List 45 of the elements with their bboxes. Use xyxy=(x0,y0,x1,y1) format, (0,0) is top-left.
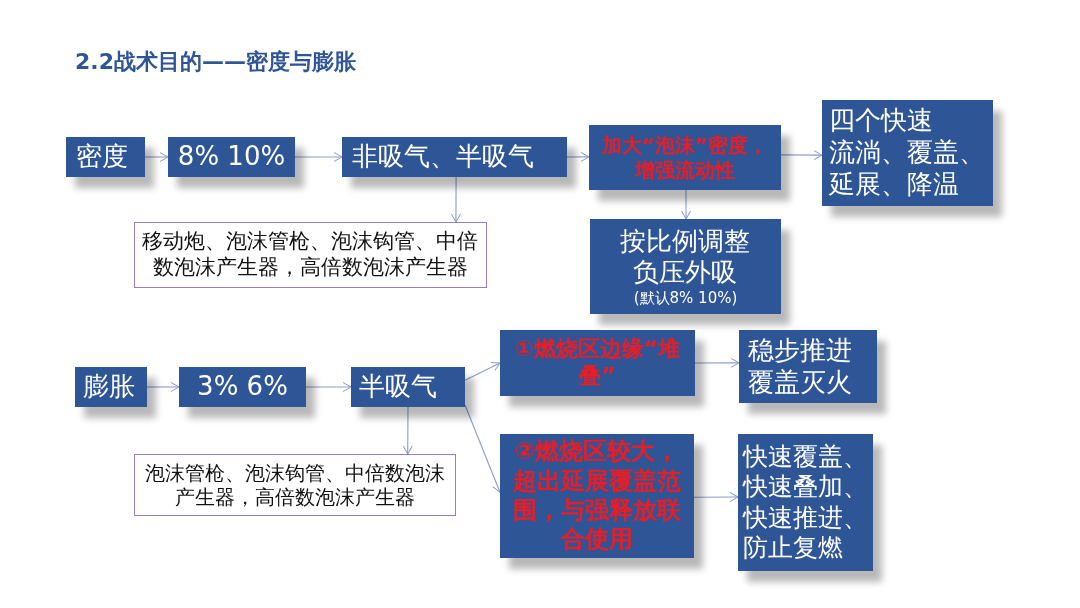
box-text: ①燃烧区边缘“堆叠” xyxy=(513,336,682,390)
box-text: 泡沫管枪、泡沫钩管、中倍数泡沫产生器，高倍数泡沫产生器 xyxy=(144,460,446,510)
process-box xyxy=(342,137,567,177)
process-box xyxy=(168,137,295,177)
arrow xyxy=(305,382,352,392)
box-text: 稳步推进覆盖灭火 xyxy=(748,334,853,399)
box-text: 快速覆盖、快速叠加、快速推进、防止复燃 xyxy=(743,441,869,564)
box-text: 密度 xyxy=(76,141,128,173)
box-text: 按比例调整负压外吸 xyxy=(619,225,752,290)
box-text: 流淌、覆盖、延展、降温 xyxy=(829,137,986,201)
box-text: 膨胀 xyxy=(83,371,135,403)
arrow xyxy=(693,492,739,503)
process-box xyxy=(500,434,694,558)
arrow xyxy=(464,362,501,381)
process-box xyxy=(590,219,781,314)
note-box xyxy=(134,222,487,288)
box-heading: 四个快速 xyxy=(829,105,934,138)
arrow xyxy=(780,150,823,161)
box-text: 移动炮、泡沫管枪、泡沫钩管、中倍数泡沫产生器，高倍数泡沫产生器 xyxy=(141,229,480,281)
arrow xyxy=(144,152,169,162)
process-box xyxy=(66,137,145,177)
box-text: 8% 10% xyxy=(177,141,286,173)
arrow xyxy=(402,406,413,455)
slide-title: 2.2战术目的——密度与膨胀 xyxy=(75,48,356,76)
box-text: 加大“泡沫”密度，增强流动性 xyxy=(600,133,770,182)
process-box xyxy=(351,367,465,407)
box-text: 3% 6% xyxy=(197,371,288,403)
arrow xyxy=(450,176,461,223)
process-box xyxy=(179,367,306,407)
arrow xyxy=(681,189,692,220)
process-box xyxy=(738,434,873,571)
note-box xyxy=(134,454,456,516)
process-box xyxy=(822,100,993,206)
process-box xyxy=(739,330,877,403)
process-box xyxy=(500,330,695,396)
box-text: ②燃烧区较大，超出延展覆盖范围，与强释放联合使用 xyxy=(512,437,682,555)
box-text: 半吸气 xyxy=(359,371,437,403)
arrow xyxy=(566,151,590,162)
process-box xyxy=(589,125,781,190)
arrow xyxy=(694,357,740,368)
process-box xyxy=(75,367,147,407)
box-text: (默认8% 10%) xyxy=(633,289,738,308)
box-text: 非吸气、半吸气 xyxy=(352,141,534,173)
arrow xyxy=(294,152,343,162)
arrow xyxy=(146,382,180,392)
